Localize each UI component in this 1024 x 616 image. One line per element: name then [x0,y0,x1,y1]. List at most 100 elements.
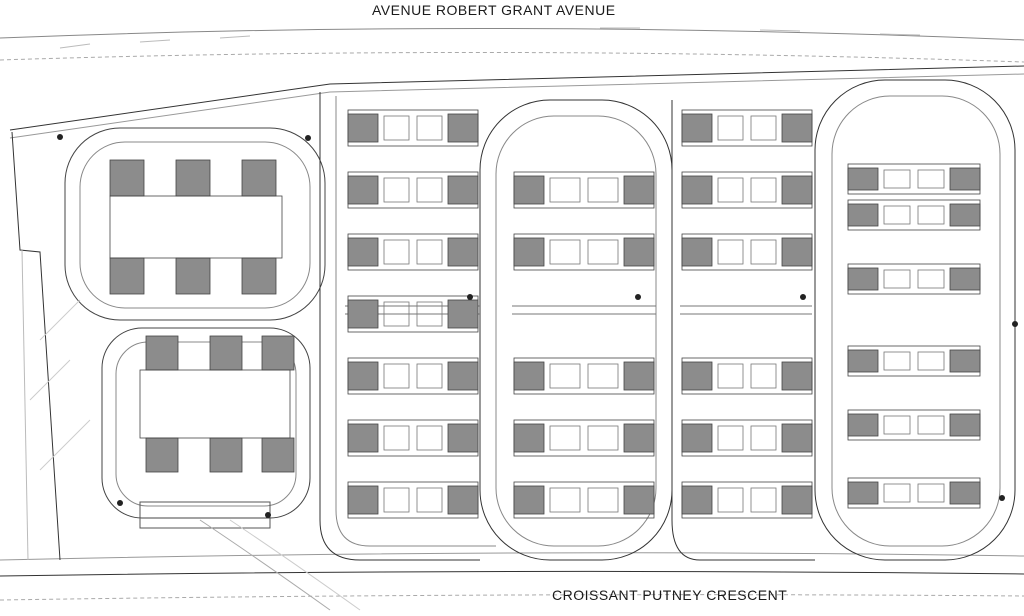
unit-garage-block [109,159,145,197]
unit-garage-block [347,485,379,515]
unit-garage-block [513,361,545,391]
unit-outline [883,351,911,371]
unit-garage-block [447,299,479,329]
unit-outline [587,177,619,203]
south-street-label: CROISSANT PUTNEY CRESCENT [552,587,788,603]
unit-outline [416,239,443,265]
unit-garage-block [447,485,479,515]
unit-garage-block [623,485,655,515]
unit-garage-block [681,113,713,143]
unit-outline [383,363,410,389]
unit-outline [587,425,619,451]
unit-garage-block [145,437,179,473]
unit-outline [549,487,581,513]
unit-garage-block [447,113,479,143]
unit-outline [587,239,619,265]
unit-outline [139,369,291,439]
unit-garage-block [347,423,379,453]
unit-outline [717,177,744,203]
unit-outline [383,487,410,513]
unit-outline [883,205,911,225]
unit-outline [416,115,443,141]
unit-garage-block [847,167,879,191]
unit-outline [109,195,283,259]
unit-garage-block [447,423,479,453]
unit-garage-block [241,257,277,295]
unit-garage-block [623,175,655,205]
unit-garage-block [513,423,545,453]
unit-garage-block [949,267,981,291]
unit-outline [587,487,619,513]
unit-outline [416,177,443,203]
unit-garage-block [681,361,713,391]
unit-outline [883,415,911,435]
unit-garage-block [949,413,981,437]
unit-garage-block [623,361,655,391]
unit-garage-block [241,159,277,197]
unit-outline [383,425,410,451]
unit-outline [383,301,410,327]
unit-garage-block [681,237,713,267]
unit-garage-block [949,203,981,227]
unit-garage-block [447,175,479,205]
unit-garage-block [347,113,379,143]
unit-garage-block [781,423,813,453]
unit-outline [917,169,945,189]
unit-outline [883,483,911,503]
road-and-lot-lines [0,27,1024,611]
unit-garage-block [175,159,211,197]
unit-garage-block [781,113,813,143]
unit-garage-block [781,237,813,267]
unit-garage-block [261,335,295,371]
unit-outline [717,425,744,451]
unit-garage-block [447,361,479,391]
unit-outline [416,301,443,327]
unit-garage-block [949,349,981,373]
unit-garage-block [109,257,145,295]
unit-garage-block [209,335,243,371]
unit-garage-block [347,299,379,329]
unit-outline [416,425,443,451]
unit-garage-block [781,361,813,391]
unit-outline [917,205,945,225]
unit-garage-block [175,257,211,295]
unit-garage-block [949,481,981,505]
unit-garage-block [681,485,713,515]
unit-outline [917,351,945,371]
unit-garage-block [847,413,879,437]
unit-outline [883,169,911,189]
unit-garage-block [681,175,713,205]
unit-garage-block [949,167,981,191]
unit-garage-block [513,175,545,205]
unit-outline [416,363,443,389]
unit-outline [383,177,410,203]
unit-garage-block [623,423,655,453]
unit-garage-block [847,349,879,373]
unit-outline [587,363,619,389]
unit-garage-block [261,437,295,473]
unit-garage-block [209,437,243,473]
unit-outline [750,363,777,389]
manhole-markers [57,134,1018,518]
unit-garage-block [447,237,479,267]
townhouse-unit-blocks [109,109,981,519]
unit-garage-block [781,485,813,515]
unit-garage-block [347,175,379,205]
unit-outline [416,487,443,513]
unit-garage-block [681,423,713,453]
unit-outline [883,269,911,289]
unit-garage-block [781,175,813,205]
unit-outline [717,239,744,265]
unit-garage-block [847,267,879,291]
unit-outline [549,425,581,451]
unit-garage-block [513,237,545,267]
unit-outline [717,363,744,389]
unit-garage-block [847,481,879,505]
unit-outline [717,487,744,513]
unit-garage-block [145,335,179,371]
unit-outline [717,115,744,141]
unit-garage-block [847,203,879,227]
unit-outline [383,239,410,265]
unit-outline [549,363,581,389]
